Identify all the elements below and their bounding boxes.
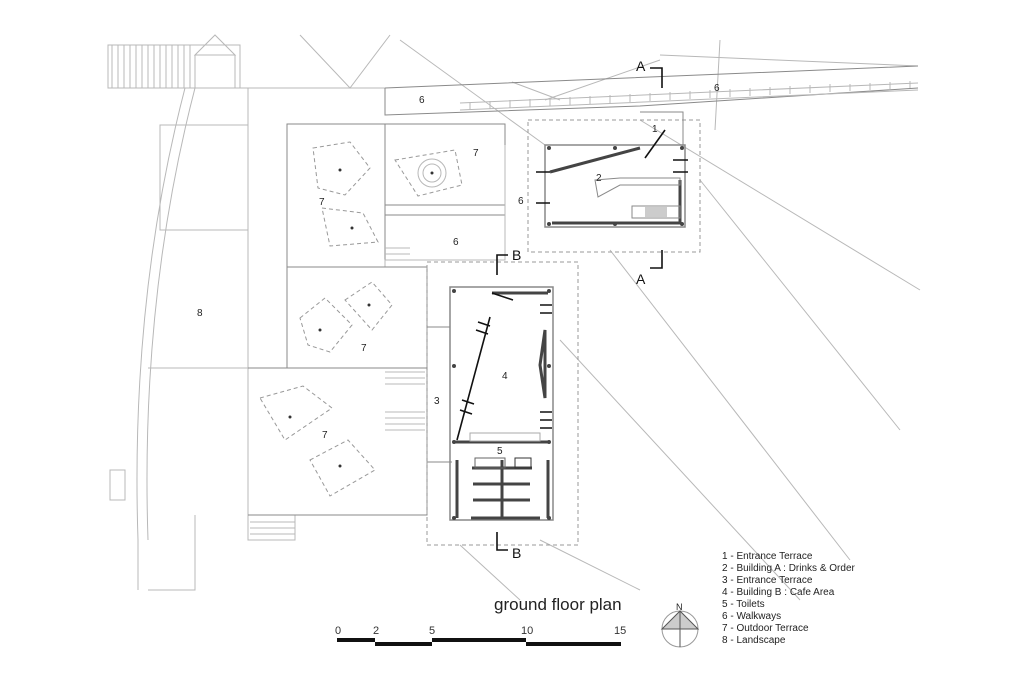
zone-7-label: 7 [322,430,328,441]
north-label: N [676,602,683,612]
legend-item: 3 - Entrance Terrace [722,575,813,586]
section-b-bottom-label: B [512,545,521,561]
legend-item: 5 - Toilets [722,599,765,610]
scale-label: 15 [614,625,626,637]
section-a-top-label: A [636,58,646,74]
plan-title: ground floor plan [494,595,622,614]
legend-item: 7 - Outdoor Terrace [722,623,809,634]
zone-7-label: 7 [361,343,367,354]
zone-7-label: 7 [473,148,479,159]
zone-3-label: 3 [434,396,440,407]
legend-item: 2 - Building A : Drinks & Order [722,563,855,574]
scale-label: 2 [373,625,379,637]
legend-item: 8 - Landscape [722,635,786,646]
walkway-steps [469,81,911,110]
zone-2-label: 2 [596,173,602,184]
section-a-bottom-label: A [636,271,646,287]
zone-6-label: 6 [714,83,720,94]
building-b [426,261,579,546]
legend: 1 - Entrance Terrace 2 - Building A : Dr… [722,551,855,647]
zone-7-label: 7 [319,197,325,208]
section-b-top-label: B [512,247,521,263]
zone-6-label: 6 [419,95,425,106]
legend-item: 6 - Walkways [722,611,782,622]
zone-6-label: 6 [518,196,524,207]
zone-5-label: 5 [497,446,503,457]
legend-item: 4 - Building B : Cafe Area [722,587,835,598]
scale-label: 0 [335,625,341,637]
site-context-lines [107,34,921,601]
zone-labels: 1 2 3 4 5 6 6 6 6 7 7 7 7 8 [197,83,720,457]
scale-label: 10 [521,625,533,637]
scale-bar: 0 2 5 10 15 [335,625,626,646]
section-markers: A A B B [496,58,663,561]
legend-item: 1 - Entrance Terrace [722,551,813,562]
zone-8-label: 8 [197,308,203,319]
zone-6-label: 6 [453,237,459,248]
zone-4-label: 4 [502,371,508,382]
north-arrow-icon: N [660,602,700,648]
building-a [527,111,701,253]
scale-label: 5 [429,625,435,637]
zone-1-label: 1 [652,124,658,135]
